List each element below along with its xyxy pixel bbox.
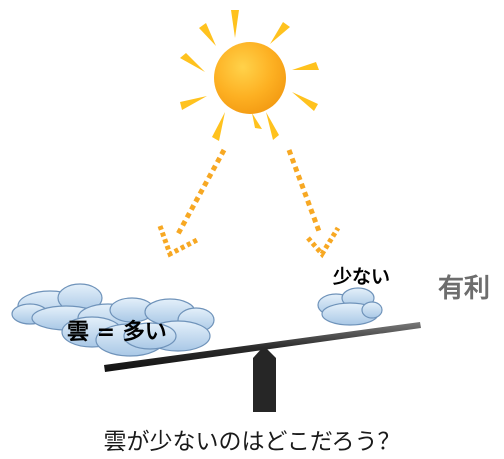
sun-icon: [180, 10, 319, 141]
seesaw-pivot: [253, 346, 276, 412]
cloud-icon: [317, 287, 383, 326]
seesaw-icon: [104, 322, 421, 372]
arrow-icon: [157, 225, 341, 259]
question-text: 雲が少ないのはどこだろう？: [103, 429, 401, 455]
advantage-label: 有利: [438, 274, 491, 304]
cloud-icon: [11, 283, 215, 357]
cloudy-side-label: 雲 = 多い: [67, 320, 167, 345]
cloud-left-front: [123, 298, 215, 352]
few-clouds-label: 少ない: [333, 266, 391, 288]
arrow-icon: [175, 148, 323, 236]
